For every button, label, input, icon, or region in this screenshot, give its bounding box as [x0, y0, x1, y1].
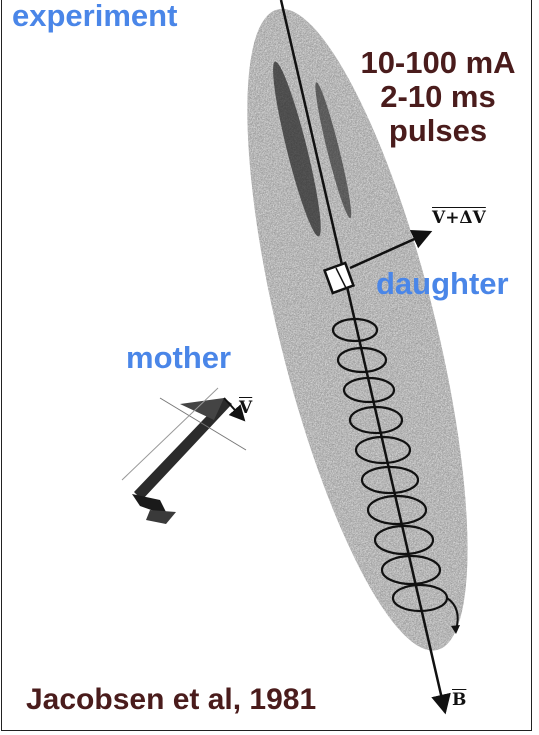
pulse-word-label: pulses [340, 114, 536, 148]
citation-credit: Jacobsen et al, 1981 [26, 683, 316, 717]
mother-craft [122, 388, 246, 524]
daughter-label: daughter [376, 266, 509, 302]
experiment-label: experiment [12, 0, 177, 34]
pulse-duration-label: 2-10 ms [340, 80, 536, 114]
mother-label: mother [126, 340, 231, 376]
field-vector-label: B [452, 690, 466, 710]
pulse-current-label: 10-100 mA [340, 46, 536, 80]
mother-velocity-label: V [239, 398, 252, 418]
pulse-parameters: 10-100 mA 2-10 ms pulses [340, 46, 536, 148]
daughter-velocity-label: V+ΔV [432, 208, 486, 228]
